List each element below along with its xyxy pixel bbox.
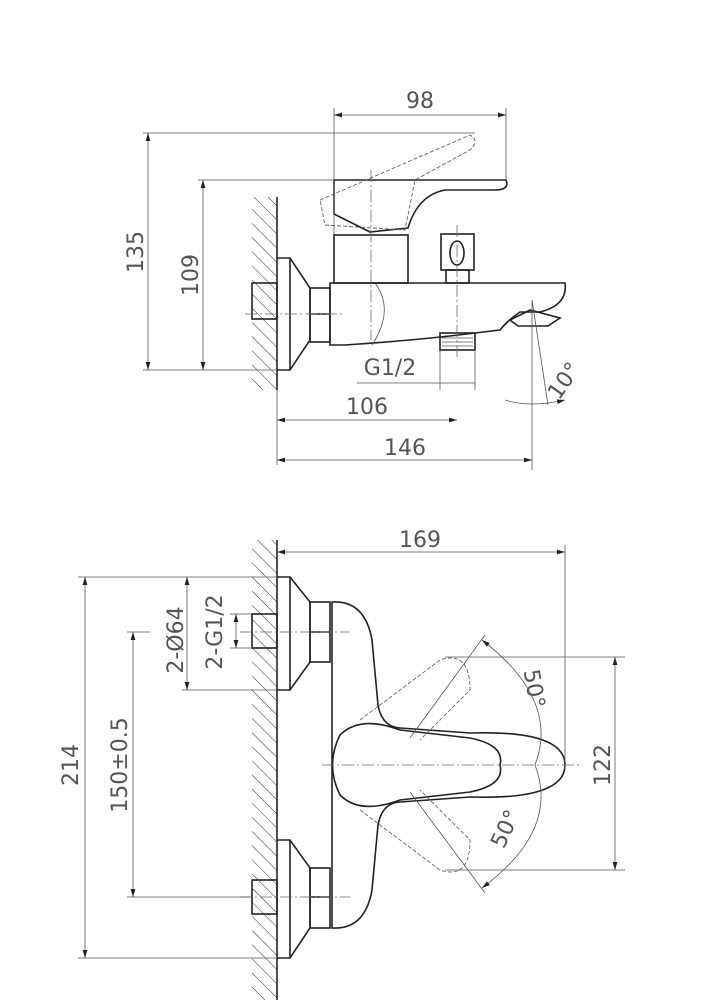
- top-view: 169 214 150±0.5 2-Ø64 2-G1/2 122 50° 50°: [59, 528, 625, 1000]
- dim-214-label: 214: [59, 744, 84, 786]
- centerlines: [245, 170, 549, 470]
- side-view: 98 135 109 G1/2 106 146 10°: [124, 89, 586, 470]
- wall-hatching-2: [252, 540, 277, 1000]
- lever-handle-left-position: [359, 657, 471, 741]
- dim-109-label: 109: [179, 254, 204, 296]
- dim-g12-label: G1/2: [364, 356, 416, 381]
- dimensions-side: 98 135 109 G1/2 106 146 10°: [124, 89, 586, 465]
- dim-flange-diameter-label: 2-Ø64: [164, 606, 189, 673]
- dim-146-label: 146: [384, 436, 426, 461]
- dimensions-top: 169 214 150±0.5 2-Ø64 2-G1/2 122 50° 50°: [59, 528, 625, 959]
- dim-106-label: 106: [346, 395, 388, 420]
- dim-50deg-upper-label: 50°: [518, 667, 549, 710]
- hex-nut: [309, 287, 331, 343]
- wall-hatching: [252, 197, 277, 390]
- dim-inlet-thread-label: 2-G1/2: [203, 594, 228, 669]
- lever-handle-top: [331, 722, 502, 808]
- mixer-body: [319, 134, 567, 351]
- spout-aerator: [508, 309, 562, 327]
- lever-handle-raised: [319, 134, 476, 231]
- lever-handle: [333, 179, 508, 233]
- centerlines-2: [240, 631, 580, 898]
- dim-122-label: 122: [591, 744, 616, 786]
- dim-169-label: 169: [399, 528, 441, 553]
- dim-135-label: 135: [124, 231, 149, 273]
- dim-50deg-lower-label: 50°: [487, 806, 526, 852]
- dim-98-label: 98: [406, 89, 434, 114]
- dim-10deg-label: 10°: [543, 358, 586, 404]
- hex-nut-lower: [309, 867, 331, 929]
- lever-handle-right-position: [359, 789, 471, 873]
- dim-150-label: 150±0.5: [108, 717, 133, 812]
- outlet-thread: [439, 332, 476, 351]
